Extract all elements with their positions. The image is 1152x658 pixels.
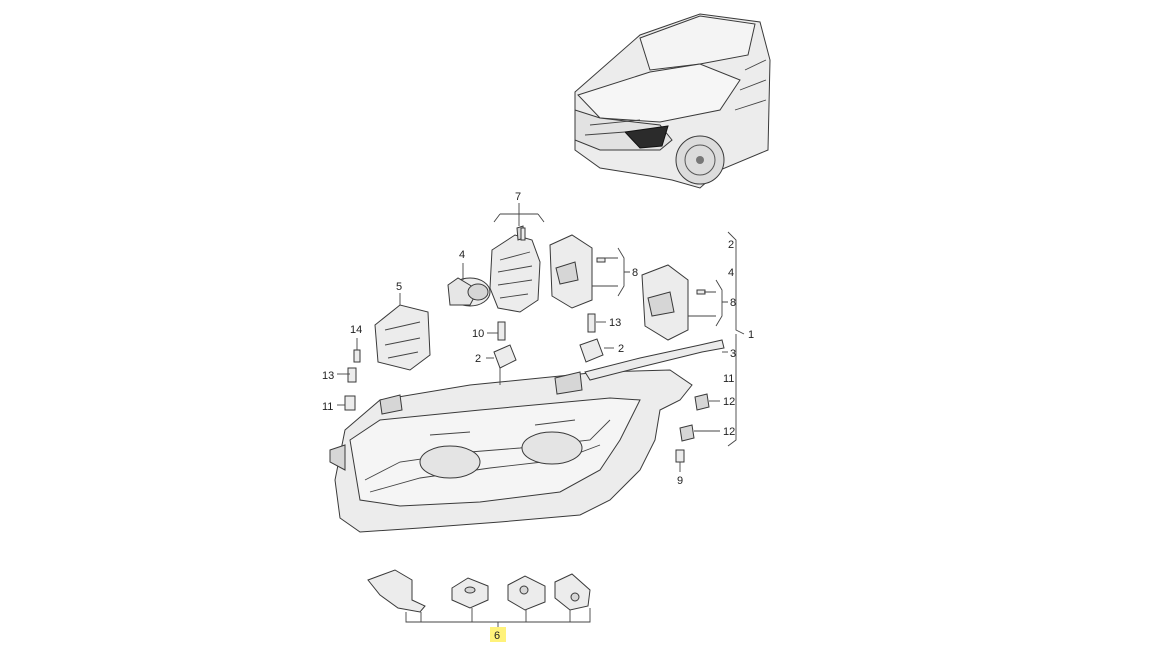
part-7-cover	[489, 225, 541, 313]
part-2-mounts	[493, 338, 604, 369]
callout-12-lower: 12	[723, 426, 735, 438]
callout-2-left: 2	[475, 353, 481, 365]
headlight-housing	[329, 369, 693, 533]
callout-12-upper: 12	[723, 396, 735, 408]
screws	[344, 227, 706, 463]
callout-2-right: 2	[728, 239, 734, 251]
callout-6: 6	[494, 630, 500, 642]
part-8-led-module-lower	[641, 264, 689, 341]
callout-3: 3	[730, 348, 736, 360]
callout-8-lower: 8	[730, 297, 736, 309]
part-5-control-unit	[374, 304, 431, 371]
callout-5: 5	[396, 281, 402, 293]
highlighted-headlight-shape	[623, 125, 669, 149]
callout-7: 7	[515, 191, 521, 203]
callout-1: 1	[748, 329, 754, 341]
callout-11-left: 11	[322, 401, 333, 413]
callout-14: 14	[350, 324, 362, 336]
part-8-led-module-upper	[549, 234, 593, 309]
vehicle-thumbnail	[574, 13, 771, 189]
callout-9: 9	[677, 475, 683, 487]
callout-13-left: 13	[322, 370, 334, 382]
callout-8-upper: 8	[632, 267, 638, 279]
callout-2-mid: 2	[618, 343, 624, 355]
callout-labels: 7 4 5 14 13 11 10 2 13 2 8 8 2 4 1 3 11 …	[322, 191, 754, 642]
part-4-motor	[447, 277, 491, 307]
callout-4-right: 4	[728, 267, 734, 279]
callout-11-right: 11	[723, 373, 734, 385]
callout-10: 10	[472, 328, 484, 340]
part-3-seal-strip	[584, 339, 725, 381]
leader-lines	[337, 203, 745, 630]
part-12-clips	[679, 393, 710, 442]
callout-6-highlight	[490, 627, 506, 642]
callout-4: 4	[459, 249, 465, 261]
part-6-brackets	[367, 569, 591, 613]
callout-13-mid: 13	[609, 317, 621, 329]
